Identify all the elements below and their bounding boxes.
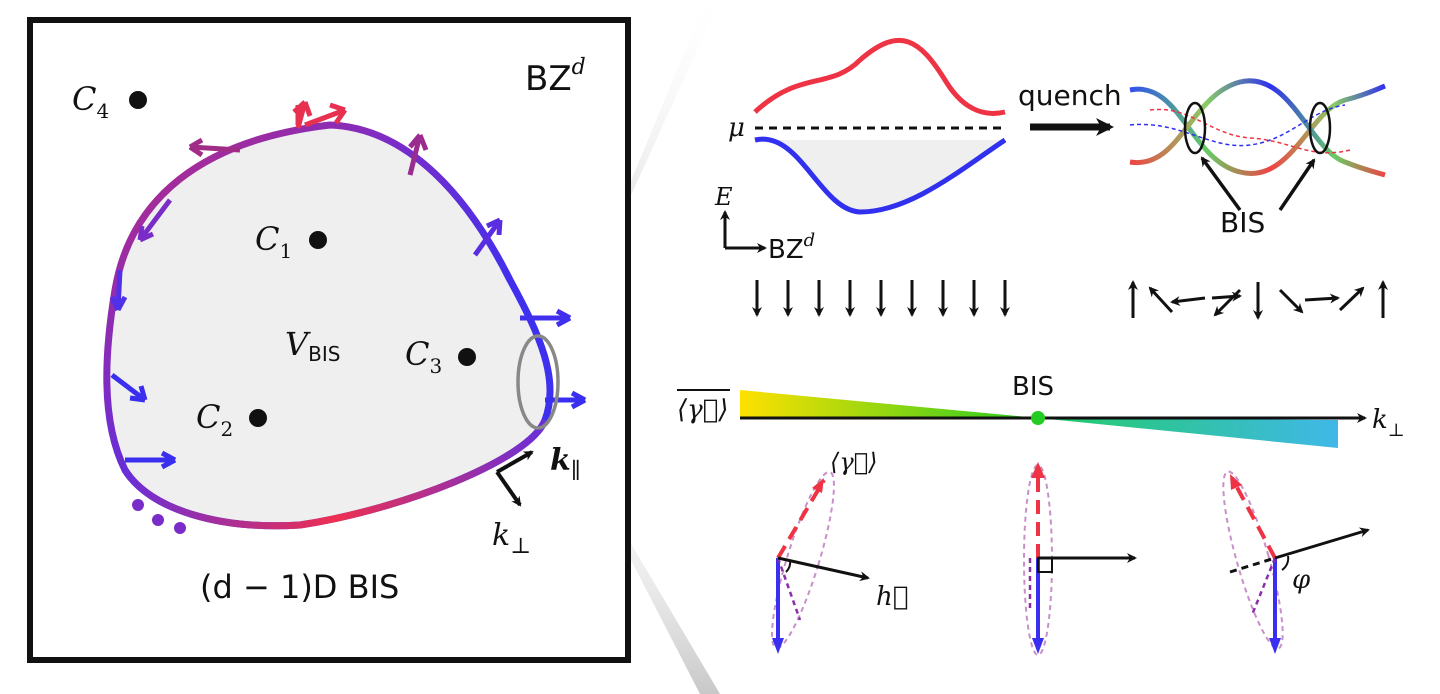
bis-dimension-label: (d − 1)D BIS xyxy=(200,568,399,606)
region-label: VBIS xyxy=(285,325,340,366)
bis-label-top: BIS xyxy=(1220,206,1265,239)
bz-axis-label: BZd xyxy=(768,230,815,265)
k-perp-label: k⊥ xyxy=(492,518,531,559)
continuation-dot xyxy=(152,514,164,526)
svg-text:C2: C2 xyxy=(196,398,233,441)
bis-point xyxy=(1031,411,1045,425)
bis-marker-1 xyxy=(1183,101,1207,155)
bis-normal-arrows xyxy=(109,100,587,470)
spin-row-initial xyxy=(752,280,1010,317)
gamma-negative-wedge xyxy=(1038,418,1338,448)
phi-label: φ xyxy=(1292,565,1311,595)
svg-text:C3: C3 xyxy=(405,335,442,378)
charge-c4: C4 xyxy=(72,80,147,123)
bis-bottom-segment xyxy=(122,418,549,530)
band-after-2 xyxy=(1129,78,1386,178)
continuation-dot xyxy=(132,499,144,511)
charge-c1: C1 xyxy=(255,220,327,263)
gamma-avg-label: ⟨γ⃗⟩ xyxy=(677,395,728,425)
bands-after-quench: BIS xyxy=(1129,78,1386,239)
left-panel: BZd xyxy=(27,17,631,663)
local-frame xyxy=(495,450,534,507)
svg-text:C4: C4 xyxy=(72,80,109,123)
lower-band-fill xyxy=(755,139,1005,212)
bis-marker-2 xyxy=(1308,101,1332,155)
spin-row-final xyxy=(1128,280,1388,320)
k-perp-axis-label: k⊥ xyxy=(1372,405,1405,441)
energy-bz-axes xyxy=(720,210,767,253)
k-parallel-label: k∥ xyxy=(550,443,581,484)
right-panel: μ quench BIS E BZd xyxy=(677,37,1405,656)
quench-label: quench xyxy=(1018,79,1122,112)
precession-center xyxy=(1023,462,1137,656)
band-after-1 xyxy=(1129,83,1386,176)
mu-label: μ xyxy=(728,113,745,143)
gamma-profile: BIS ⟨γ⃗⟩ k⊥ xyxy=(677,372,1405,448)
gamma-positive-wedge xyxy=(740,390,1038,418)
zoom-ellipse xyxy=(516,334,560,430)
precession-right: φ xyxy=(1222,470,1370,654)
upper-band xyxy=(753,37,1006,116)
precession-left: ⟨γ⃗⟩ h⃗ xyxy=(771,448,908,654)
h-label: h⃗ xyxy=(876,582,908,612)
bis-label-axis: BIS xyxy=(1012,372,1054,402)
charge-c2: C2 xyxy=(196,398,267,441)
bands-before-quench: μ xyxy=(728,37,1007,215)
bz-label: BZd xyxy=(525,55,586,99)
svg-text:C1: C1 xyxy=(255,220,292,263)
energy-axis-label: E xyxy=(714,183,733,211)
charge-c3: C3 xyxy=(405,335,476,378)
continuation-dot xyxy=(174,522,186,534)
gamma-vec-label: ⟨γ⃗⟩ xyxy=(830,448,877,476)
lower-band xyxy=(754,136,1007,215)
